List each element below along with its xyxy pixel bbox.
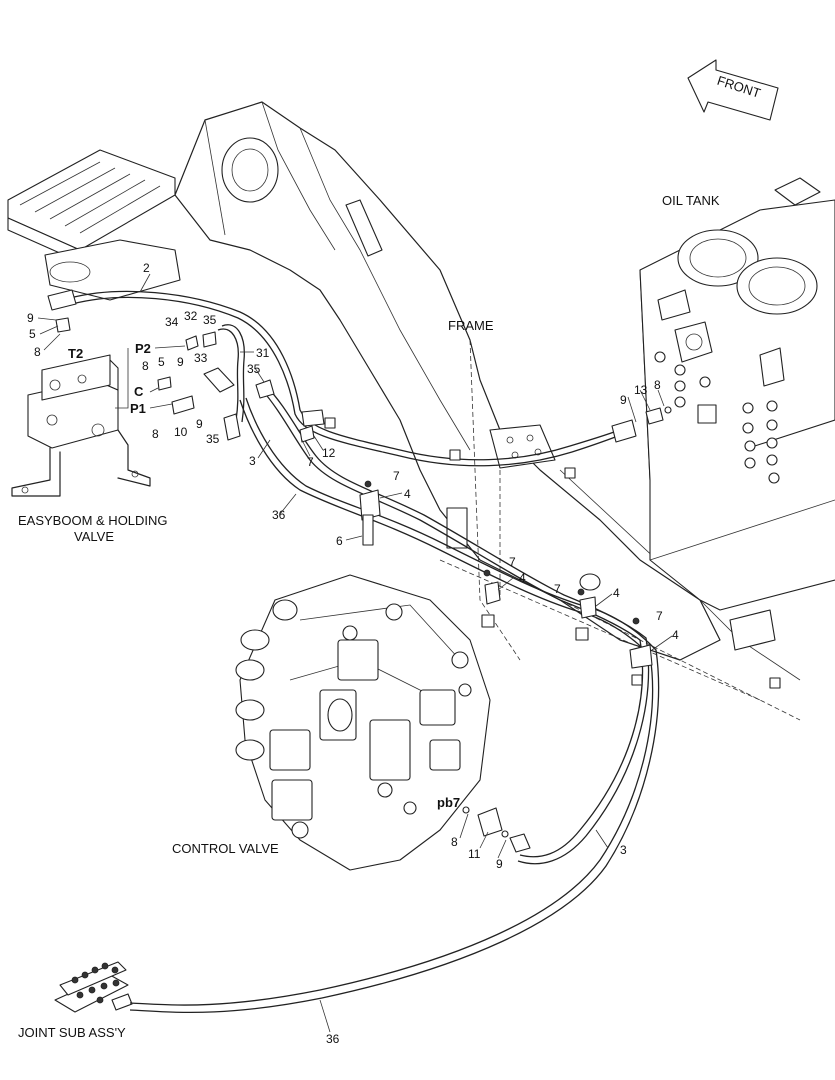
oil-tank (639, 177, 835, 651)
callout: 3 (620, 843, 627, 857)
port-c: C (134, 384, 144, 399)
callout: 9 (196, 417, 203, 431)
port-p2: P2 (135, 341, 151, 356)
joint-sub-assembly (54, 961, 133, 1013)
boom-frame (174, 101, 801, 721)
callout: 8 (142, 359, 149, 373)
callout: 36 (272, 508, 286, 522)
callout: 36 (326, 1032, 340, 1046)
leader-lines (37, 273, 673, 1033)
callout: 2 (143, 261, 150, 275)
callout: 32 (184, 309, 198, 323)
joint-fittings (71, 962, 120, 1004)
callout: 7 (393, 469, 400, 483)
callout: 7 (509, 555, 516, 569)
callout: 5 (158, 355, 165, 369)
callout: 11 (468, 847, 481, 861)
port-pb7: pb7 (437, 795, 460, 810)
callout: 8 (451, 835, 458, 849)
callout: 9 (27, 311, 34, 325)
joint-caption: JOINT SUB ASS'Y (18, 1025, 126, 1040)
callout: 31 (256, 346, 270, 360)
callout: 9 (620, 393, 627, 407)
port-t2: T2 (68, 346, 83, 361)
callout: 8 (654, 378, 661, 392)
callout: 33 (194, 351, 208, 365)
callout: 34 (165, 315, 179, 329)
callout: 9 (496, 857, 503, 871)
fittings (47, 289, 672, 853)
control-valve (235, 574, 491, 871)
callout: 8 (152, 427, 159, 441)
callout: 9 (177, 355, 184, 369)
callout: 5 (29, 327, 36, 341)
callout: 3 (249, 454, 256, 468)
tank-fittings (654, 351, 780, 484)
callout: 4 (672, 628, 679, 642)
easyboom-caption-line2: VALVE (74, 529, 114, 544)
callout: 35 (203, 313, 217, 327)
callout: 35 (206, 432, 220, 446)
callout-numbers: 2 9 5 8 34 32 35 31 33 5 9 8 35 8 10 9 3… (27, 261, 679, 1046)
callout: 4 (404, 487, 411, 501)
callout: 7 (656, 609, 663, 623)
port-p1: P1 (130, 401, 146, 416)
clamps (324, 417, 781, 689)
callout: 35 (247, 362, 261, 376)
callout: 4 (613, 586, 620, 600)
easyboom-caption-line1: EASYBOOM & HOLDING (18, 513, 168, 528)
oil-tank-caption: OIL TANK (662, 193, 720, 208)
control-valve-caption: CONTROL VALVE (172, 841, 279, 856)
step-platform (7, 149, 181, 301)
callout: 7 (307, 455, 314, 469)
callout: 12 (322, 446, 336, 460)
frame-caption: FRAME (448, 318, 494, 333)
callout: 4 (519, 571, 526, 585)
callout: 10 (174, 425, 188, 439)
callout: 8 (34, 345, 41, 359)
front-arrow: FRONT (687, 59, 779, 121)
callout: 6 (336, 534, 343, 548)
callout: 13 (634, 383, 648, 397)
easyboom-holding-valve (11, 354, 151, 497)
callout: 7 (554, 582, 561, 596)
